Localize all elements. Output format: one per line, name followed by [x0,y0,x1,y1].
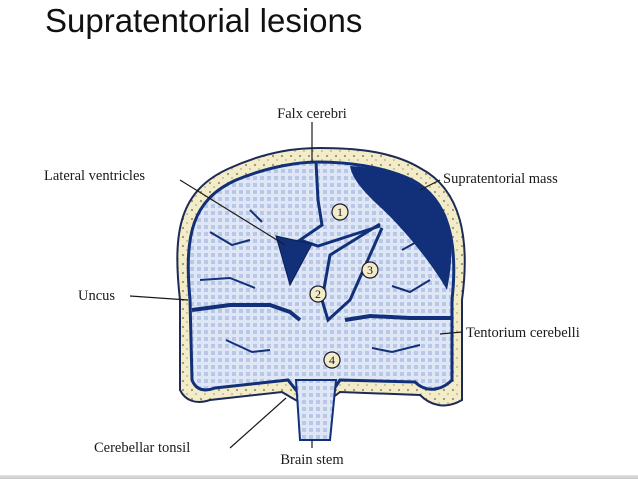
label-tentorium-cerebelli: Tentorium cerebelli [466,325,580,341]
marker-1: 1 [331,203,349,221]
lateral-ventricle-shape [275,235,313,287]
slide-title: Supratentorial lesions [45,2,363,39]
tentorium-left [191,303,302,322]
svg-text:2: 2 [315,287,321,301]
leader-lines [129,122,463,449]
falx-cerebri-shape [296,161,381,248]
svg-text:4: 4 [329,353,335,367]
marker-3: 3 [361,261,379,279]
label-cerebellar-tonsil: Cerebellar tonsil [94,440,190,456]
label-lateral-ventricles: Lateral ventricles [44,168,145,184]
svg-text:1: 1 [337,205,343,219]
sulci [199,209,431,354]
label-supratentorial-mass: Supratentorial mass [443,171,558,187]
svg-text:3: 3 [367,263,373,277]
label-brain-stem: Brain stem [280,452,344,468]
herniation-arrow [320,222,384,323]
marker-2: 2 [309,285,327,303]
bottom-rule [0,475,638,479]
supratentorial-mass-shape [350,166,452,290]
tentorium-right [344,313,452,322]
label-falx-cerebri: Falx cerebri [277,106,347,122]
marker-4: 4 [323,351,341,369]
label-uncus: Uncus [78,288,115,304]
brain-stem-shape [294,379,338,441]
